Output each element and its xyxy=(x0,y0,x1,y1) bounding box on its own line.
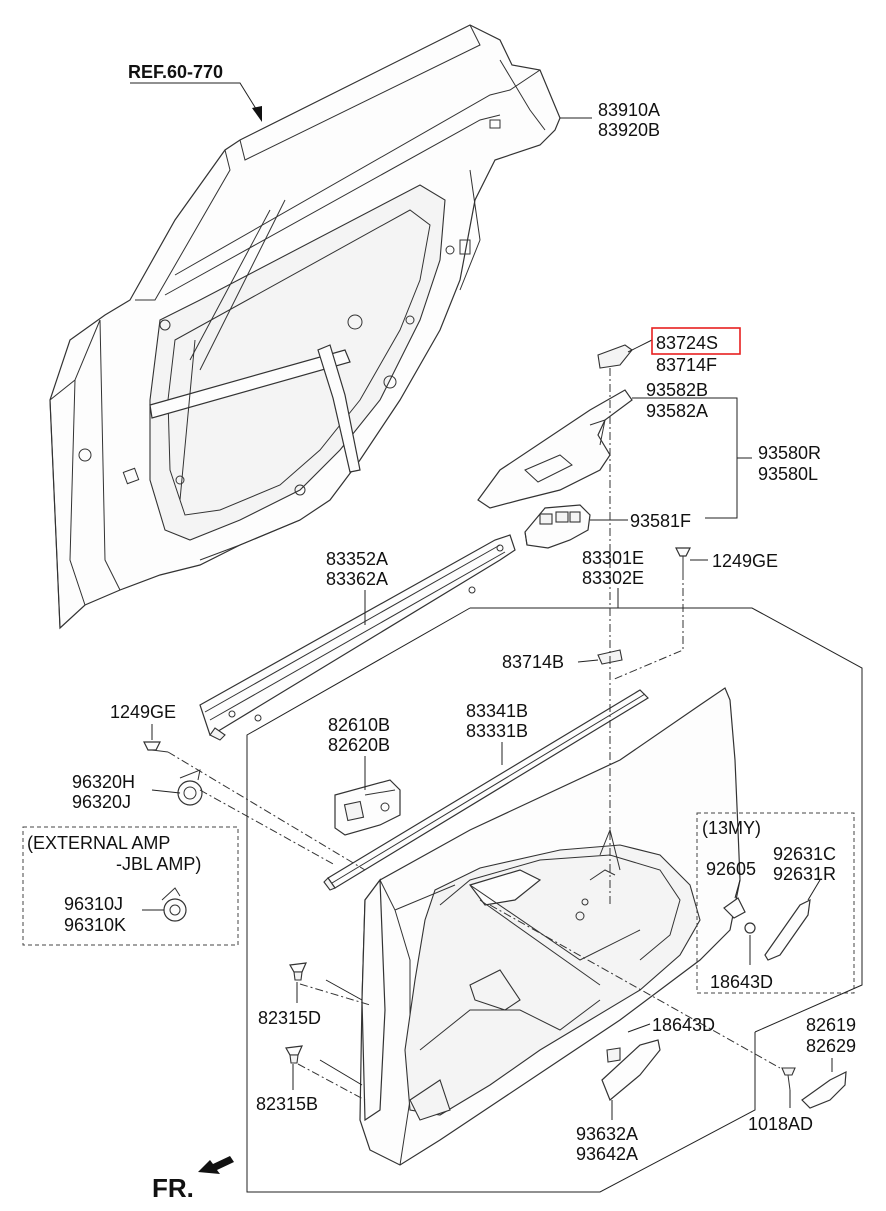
part-82629-label[interactable]: 82629 xyxy=(806,1036,856,1056)
part-83910a-label[interactable]: 83910A xyxy=(598,100,660,120)
switch-bezel-drawing xyxy=(477,344,633,549)
part-93582b-label[interactable]: 93582B xyxy=(646,380,708,400)
pull-handle-82619-drawing xyxy=(781,1067,847,1109)
speaker-96310j-drawing xyxy=(161,887,187,922)
13my-note: (13MY) xyxy=(702,818,761,838)
part-93581f-label[interactable]: 93581F xyxy=(630,511,691,531)
part-93582a-label[interactable]: 93582A xyxy=(646,401,708,421)
door-panel-drawing xyxy=(49,24,561,630)
external-amp-box xyxy=(22,826,239,946)
part-83724s-label[interactable]: 83724S xyxy=(656,333,718,353)
part-1018ad-label[interactable]: 1018AD xyxy=(748,1114,813,1134)
inside-handle-drawing xyxy=(334,779,401,836)
part-93580r-label[interactable]: 93580R xyxy=(758,443,821,463)
screw-1249ge-drawing xyxy=(611,547,691,681)
part-83331b-label[interactable]: 83331B xyxy=(466,721,528,741)
part-83352a-label[interactable]: 83352A xyxy=(326,549,388,569)
part-82610b-label[interactable]: 82610B xyxy=(328,715,390,735)
part-83362a-label[interactable]: 83362A xyxy=(326,569,388,589)
part-18643d-label[interactable]: 18643D xyxy=(652,1015,715,1035)
part-92605-label[interactable]: 92605 xyxy=(706,859,756,879)
leader-lines xyxy=(130,82,863,1193)
part-83920b-label[interactable]: 83920B xyxy=(598,120,660,140)
speaker-96320h-drawing xyxy=(177,769,203,806)
front-direction-label: FR. xyxy=(152,1173,194,1203)
part-92631c-label[interactable]: 92631C xyxy=(773,844,836,864)
weatherstrip-drawing xyxy=(199,534,516,741)
part-96310j-label[interactable]: 96310J xyxy=(64,894,123,914)
front-arrow-icon xyxy=(198,1156,234,1174)
part-83341b-label[interactable]: 83341B xyxy=(466,701,528,721)
belt-moulding-drawing xyxy=(323,689,649,891)
part-96320h-label[interactable]: 96320H xyxy=(72,772,135,792)
external-amp-note-1: (EXTERNAL AMP xyxy=(27,833,170,853)
13my-box xyxy=(696,812,855,994)
13my-parts-drawing xyxy=(723,897,811,961)
ref-label: REF.60-770 xyxy=(128,62,223,82)
part-92631r-label[interactable]: 92631R xyxy=(773,864,836,884)
part-83302e-label[interactable]: 83302E xyxy=(582,568,644,588)
part-18643d-13my-label[interactable]: 18643D xyxy=(710,972,773,992)
part-93580l-label[interactable]: 93580L xyxy=(758,464,818,484)
part-96320j-label[interactable]: 96320J xyxy=(72,792,131,812)
part-93632a-label[interactable]: 93632A xyxy=(576,1124,638,1144)
highlight-box-83724s xyxy=(651,327,741,355)
grab-handle-cover-drawing xyxy=(601,1039,661,1101)
part-83301e-label[interactable]: 83301E xyxy=(582,548,644,568)
part-82620b-label[interactable]: 82620B xyxy=(328,735,390,755)
part-82619-label[interactable]: 82619 xyxy=(806,1015,856,1035)
dashed-assembly-lines xyxy=(199,368,781,1101)
part-82315b-label[interactable]: 82315B xyxy=(256,1094,318,1114)
screw-1249ge-left-drawing xyxy=(143,741,366,871)
part-93642a-label[interactable]: 93642A xyxy=(576,1144,638,1164)
door-trim-drawing xyxy=(359,687,741,1166)
part-96310k-label[interactable]: 96310K xyxy=(64,915,126,935)
clip-82315b-drawing xyxy=(285,1045,303,1064)
part-83714f-label[interactable]: 83714F xyxy=(656,355,717,375)
part-83714b-label[interactable]: 83714B xyxy=(502,652,564,672)
part-82315d-label[interactable]: 82315D xyxy=(258,1008,321,1028)
part-1249ge-top-label[interactable]: 1249GE xyxy=(712,551,778,571)
clip-82315d-drawing xyxy=(289,962,307,981)
part-1249ge-left-label[interactable]: 1249GE xyxy=(110,702,176,722)
external-amp-note-2: -JBL AMP) xyxy=(116,854,201,874)
